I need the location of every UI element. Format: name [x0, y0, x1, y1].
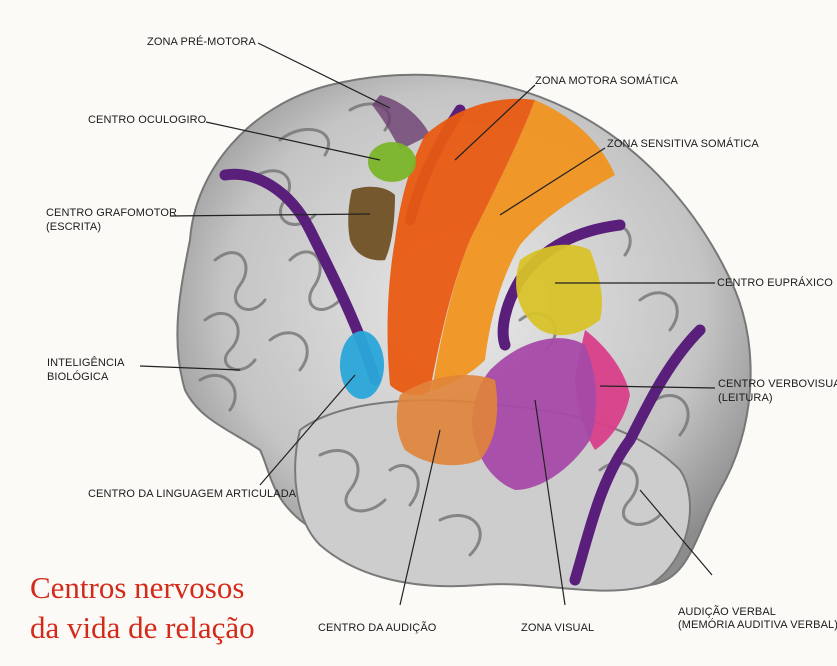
label-zona-visual: ZONA VISUAL — [521, 622, 594, 635]
label-centro-verbovisual: CENTRO VERBOVISUA — [718, 378, 837, 391]
title-line-2: da vida de relação — [30, 610, 255, 646]
label-zona-pre-motora: ZONA PRÉ-MOTORA — [147, 36, 256, 49]
label-zona-sensitiva-somatica: ZONA SENSITIVA SOMÁTICA — [607, 138, 759, 151]
label-centro-grafomotor-sub: (ESCRITA) — [46, 221, 101, 234]
label-audicao-verbal-sub: (MEMÓRIA AUDITIVA VERBAL) — [678, 619, 837, 632]
label-centro-verbovisual-sub: (LEITURA) — [718, 392, 773, 405]
label-inteligencia-sub: BIOLÓGICA — [47, 371, 108, 384]
label-centro-eupraxico: CENTRO EUPRÁXICO — [717, 277, 833, 290]
label-audicao-verbal: AUDIÇÃO VERBAL — [678, 606, 776, 619]
label-centro-oculogiro: CENTRO OCULOGIRO — [88, 114, 206, 127]
title-line-1: Centros nervosos — [30, 570, 244, 606]
label-centro-grafomotor: CENTRO GRAFOMOTOR — [46, 207, 177, 220]
label-centro-audicao: CENTRO DA AUDIÇÃO — [318, 622, 436, 635]
inteligencia-biologica-region — [340, 331, 384, 399]
label-inteligencia: INTELIGÊNCIA — [47, 357, 125, 370]
label-zona-motora-somatica: ZONA MOTORA SOMÁTICA — [535, 75, 678, 88]
centro-audicao-region — [397, 375, 497, 465]
centro-oculogiro-region — [368, 142, 416, 182]
centro-grafomotor-region — [348, 187, 395, 261]
label-centro-linguagem: CENTRO DA LINGUAGEM ARTICULADA — [88, 488, 296, 501]
